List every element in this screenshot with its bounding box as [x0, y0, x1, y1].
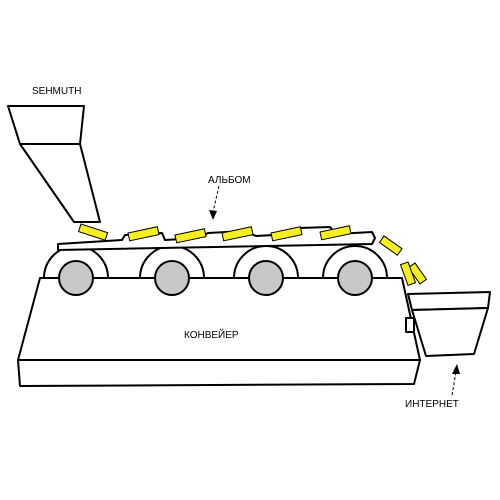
bin-support: [405, 317, 415, 333]
roller: [322, 245, 388, 296]
internet-label: ИНТЕРНЕТ: [405, 399, 459, 410]
album-piece: [399, 261, 417, 287]
hopper-label: SEHMUTH: [32, 86, 81, 97]
arrow-head-icon: [452, 364, 460, 374]
album-piece: [221, 226, 254, 242]
album-piece: [174, 228, 207, 244]
album-arrow: [209, 185, 220, 220]
album-label: АЛЬБОМ: [208, 175, 251, 186]
internet-arrow: [451, 364, 460, 396]
album-piece: [127, 226, 160, 242]
album-piece: [77, 223, 109, 241]
rollers: [43, 245, 388, 296]
roller: [233, 245, 299, 296]
roller: [43, 245, 109, 296]
conveyor-label: КОНВЕЙЕР: [184, 328, 239, 341]
album-piece: [378, 235, 403, 256]
hopper-chute: [19, 143, 101, 223]
album-piece: [407, 262, 428, 285]
arrow-head-icon: [209, 210, 217, 220]
album-piece: [270, 226, 303, 242]
album-pieces: [77, 223, 428, 287]
hopper: [7, 105, 101, 223]
album-piece: [319, 225, 352, 241]
conveyor-lower-slab: [17, 359, 421, 387]
bin-body: [411, 307, 489, 357]
output-bin: [405, 291, 491, 357]
roller: [139, 245, 205, 296]
hopper-mouth: [7, 105, 85, 145]
